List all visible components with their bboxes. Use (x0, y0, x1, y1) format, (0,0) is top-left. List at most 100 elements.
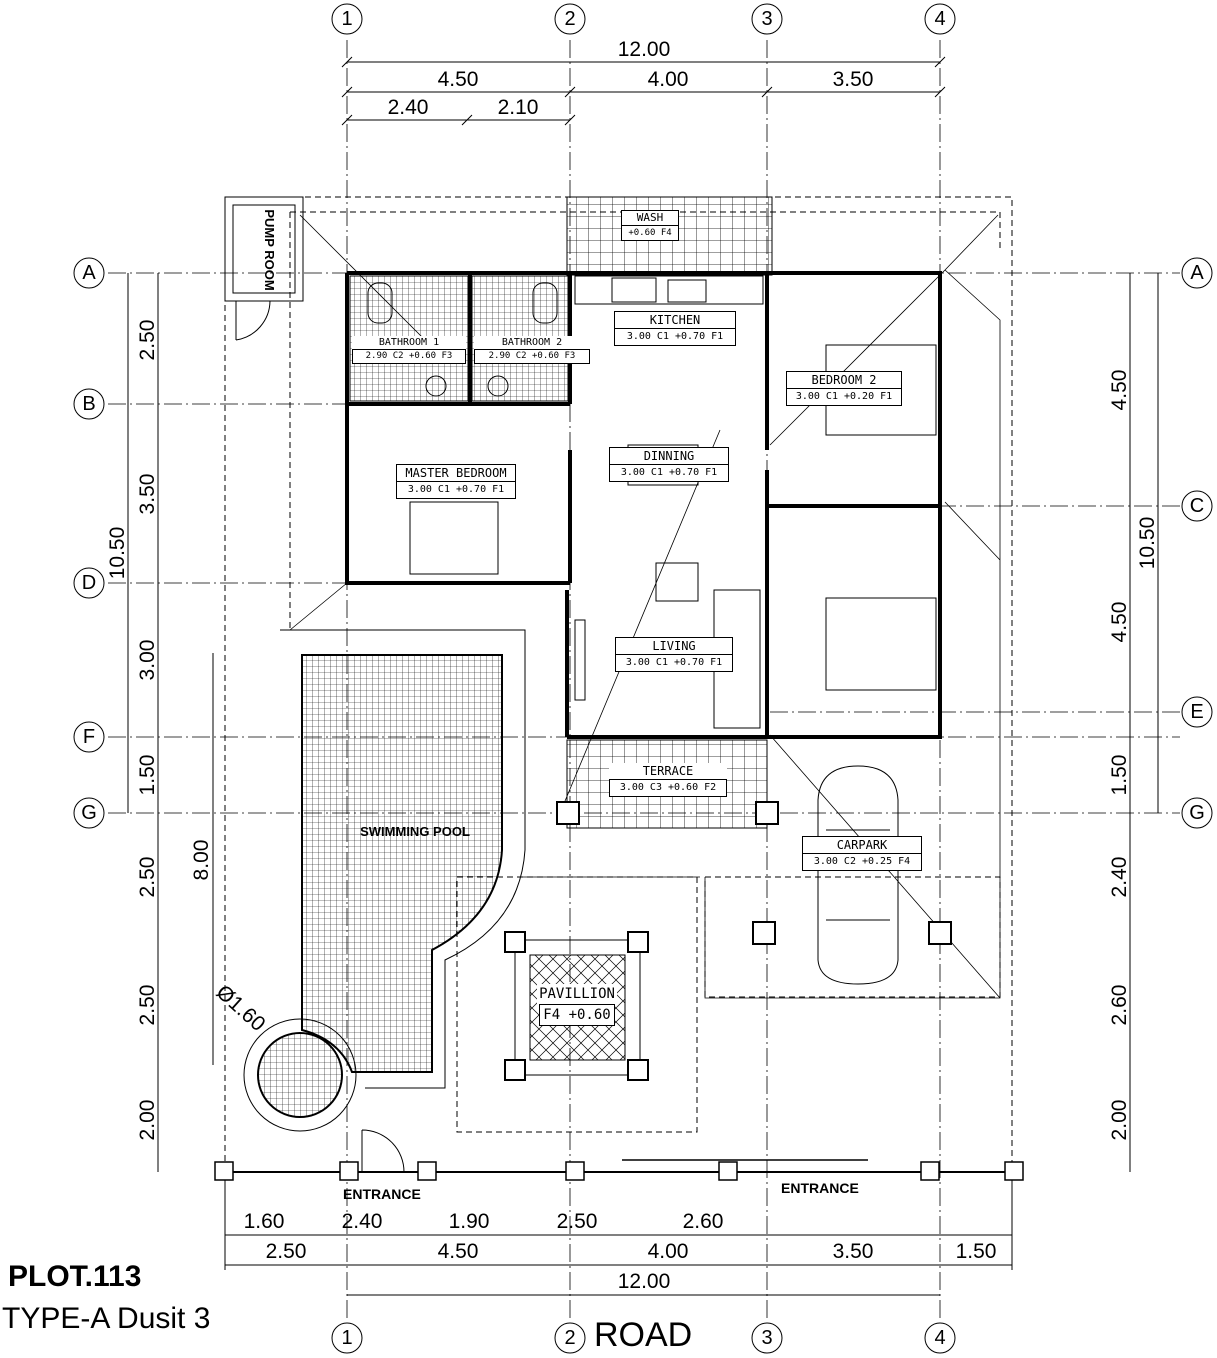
dim-bot-total: 12.00 (618, 1270, 671, 1293)
grid-bubbles-left: A B D F G (73, 257, 105, 829)
dim-right-150: 1.50 (1108, 755, 1131, 796)
toilet-1 (367, 282, 393, 324)
room-bedroom-2-name: BEDROOM 2 (811, 373, 877, 387)
bedroom-3-bed (825, 597, 937, 691)
room-bedroom-2: BEDROOM 2 3.00 C1 +0.20 F1 (786, 371, 902, 406)
grid-bubble-4-top: 4 (934, 8, 945, 30)
dim-bot-240: 2.40 (342, 1210, 383, 1233)
pool-diameter: Ø1.60 (212, 981, 270, 1036)
dim-left-300: 3.00 (136, 640, 159, 681)
room-bathroom-2: BATHROOM 2 2.90 C2 +0.60 F3 (474, 336, 590, 364)
dim-right-450a: 4.50 (1108, 370, 1131, 411)
dimensions-right (1129, 273, 1159, 1172)
dim-left-150: 1.50 (136, 755, 159, 796)
dim-bot-190: 1.90 (449, 1210, 490, 1233)
room-pavillion-spec: F4 +0.60 (539, 1004, 615, 1026)
grid-bubble-g-left: G (81, 802, 97, 824)
room-master-bedroom-name: MASTER BEDROOM (405, 466, 507, 480)
plot-number: PLOT.113 (8, 1260, 142, 1293)
entrance-right-label: ENTRANCE (781, 1180, 859, 1196)
grid-bubble-a-right: A (1190, 262, 1204, 284)
pump-room (224, 196, 304, 302)
dim-bot2-150: 1.50 (956, 1240, 997, 1263)
dim-bot2-400: 4.00 (648, 1240, 689, 1263)
dim-left-250c: 2.50 (136, 985, 159, 1026)
room-carpark-name: CARPARK (836, 838, 888, 852)
room-bathroom-2-spec: 2.90 C2 +0.60 F3 (474, 349, 590, 364)
fence-posts (214, 1161, 1024, 1181)
room-living-spec: 3.00 C1 +0.70 F1 (616, 654, 732, 671)
room-dinning-name: DINNING (643, 449, 695, 463)
grid-bubble-1-bottom: 1 (341, 1327, 352, 1349)
dim-right-260: 2.60 (1108, 985, 1131, 1026)
grid-bubble-e-right: E (1190, 701, 1203, 723)
room-terrace-spec: 3.00 C3 +0.60 F2 (609, 779, 727, 797)
room-dinning: DINNING 3.00 C1 +0.70 F1 (609, 447, 729, 482)
dim-top-210: 2.10 (498, 96, 539, 119)
grid-bubble-4-bottom: 4 (934, 1327, 945, 1349)
dim-top-450: 4.50 (438, 68, 479, 91)
carport-roof (704, 876, 1001, 998)
grid-bubble-3-top: 3 (761, 8, 772, 30)
room-carpark: CARPARK 3.00 C2 +0.25 F4 (802, 836, 922, 871)
columns (504, 801, 952, 1081)
dim-right-240: 2.40 (1108, 857, 1131, 898)
spa (243, 1018, 357, 1132)
grid-bubble-2-top: 2 (564, 8, 575, 30)
room-bathroom-1: BATHROOM 1 2.90 C2 +0.60 F3 (352, 336, 466, 364)
room-wash: WASH +0.60 F4 (621, 210, 679, 241)
grid-bubble-g-right: G (1189, 802, 1205, 824)
dim-bot-160: 1.60 (244, 1210, 285, 1233)
kitchen-sink (667, 279, 707, 303)
walls (345, 271, 942, 739)
pool-outline (301, 654, 503, 1073)
grid-bubbles-right: A C E G (1181, 257, 1213, 829)
dimensions-top (341, 56, 946, 126)
basin-1 (425, 375, 447, 397)
room-kitchen-spec: 3.00 C1 +0.70 F1 (615, 328, 735, 345)
room-living: LIVING 3.00 C1 +0.70 F1 (615, 637, 733, 672)
dim-left-350: 3.50 (136, 474, 159, 515)
room-kitchen: KITCHEN 3.00 C1 +0.70 F1 (614, 311, 736, 346)
dim-left-200: 2.00 (136, 1100, 159, 1141)
armchair (655, 562, 699, 602)
pump-room-label: PUMP ROOM (262, 209, 277, 290)
car (817, 765, 899, 985)
dim-bot2-250: 2.50 (266, 1240, 307, 1263)
basin-2 (487, 375, 509, 397)
grid-bubble-3-bottom: 3 (761, 1327, 772, 1349)
grid-bubble-a-left: A (82, 262, 96, 284)
room-kitchen-name: KITCHEN (649, 313, 701, 327)
grid-bubbles-top: 1 2 3 4 (331, 3, 956, 35)
kitchen-counter (574, 275, 764, 305)
roof-outline (289, 211, 1001, 630)
dim-left-250b: 2.50 (136, 857, 159, 898)
entrance-gate (361, 1129, 405, 1173)
room-living-name: LIVING (652, 639, 696, 653)
dim-bot2-350: 3.50 (833, 1240, 874, 1263)
grid-bubble-b-left: B (82, 393, 95, 415)
dim-bot-260: 2.60 (683, 1210, 724, 1233)
house-type: TYPE-A Dusit 3 (2, 1302, 211, 1335)
entrance-left-label: ENTRANCE (343, 1186, 421, 1202)
room-master-bedroom-spec: 3.00 C1 +0.70 F1 (397, 481, 515, 498)
room-bathroom-2-name: BATHROOM 2 (501, 337, 563, 348)
dim-left-250a: 2.50 (136, 320, 159, 361)
room-pavillion: PAVILLION F4 +0.60 (521, 984, 633, 1026)
room-carpark-spec: 3.00 C2 +0.25 F4 (803, 853, 921, 870)
pool-label: SWIMMING POOL (360, 824, 470, 839)
pavilion-roof (456, 876, 698, 1133)
room-bedroom-2-spec: 3.00 C1 +0.20 F1 (787, 388, 901, 405)
dim-bot2-450: 4.50 (438, 1240, 479, 1263)
pump-room-door (235, 300, 271, 341)
room-master-bedroom: MASTER BEDROOM 3.00 C1 +0.70 F1 (396, 464, 516, 499)
dim-top-350: 3.50 (833, 68, 874, 91)
toilet-2 (532, 282, 558, 324)
dim-top-400: 4.00 (648, 68, 689, 91)
dim-top-240: 2.40 (388, 96, 429, 119)
dim-left-outer: 10.50 (106, 527, 129, 580)
dim-right-450b: 4.50 (1108, 602, 1131, 643)
pool-coping (280, 629, 526, 1089)
pavilion (514, 939, 641, 1076)
